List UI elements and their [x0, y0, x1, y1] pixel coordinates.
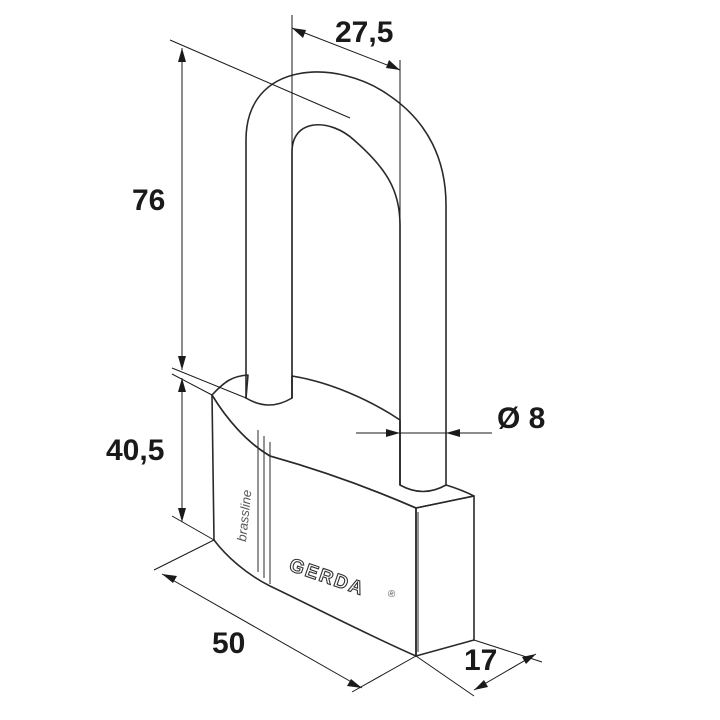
extension-line-top: [169, 39, 351, 119]
dimension-label-shackle-diameter: Ø 8: [497, 402, 545, 435]
dimension-line: [161, 573, 363, 689]
arrowhead: [292, 28, 306, 38]
registered-mark: ®: [386, 588, 397, 601]
body-side-face: [415, 495, 475, 657]
extension-line-right: [351, 655, 417, 693]
dimension-label-body-height: 40,5: [106, 434, 164, 467]
shackle-inner-edge: [291, 123, 401, 486]
arrowhead: [474, 680, 488, 690]
arrowhead: [178, 508, 186, 522]
dimension-label-body-width: 50: [212, 627, 245, 660]
dimension-body-width: 50: [153, 539, 417, 693]
dimension-shackle-height: 76: [132, 39, 351, 399]
arrowhead: [386, 60, 400, 70]
extension-line-bottom: [171, 515, 215, 541]
arrowhead: [446, 429, 460, 437]
dimension-label-body-depth: 17: [464, 644, 497, 677]
dimension-line: [291, 27, 401, 71]
shackle-outer-edge: [245, 71, 447, 486]
dimension-label-shackle-height: 76: [132, 184, 165, 217]
arrowhead: [347, 679, 362, 688]
body-top-face: [211, 374, 475, 509]
shackle: [245, 71, 447, 492]
arrowhead: [162, 574, 177, 583]
extension-line-left: [153, 539, 215, 571]
dimension-body-height: 40,5: [106, 373, 215, 541]
product-line-label: brassline: [234, 489, 254, 542]
dimension-shackle-width: 27,5: [291, 15, 401, 485]
arrowhead: [178, 378, 186, 392]
arrowhead: [178, 356, 186, 370]
dimension-body-depth: 17: [415, 639, 543, 697]
extension-line-top: [171, 373, 213, 396]
extension-line-left: [415, 655, 475, 697]
arrowhead: [386, 429, 400, 437]
dimension-shackle-diameter: Ø 8: [356, 402, 545, 437]
padlock-body: brassline GERDA ®: [211, 374, 475, 657]
extension-line-bottom: [171, 367, 247, 399]
brand-logo-text: GERDA: [286, 555, 367, 600]
arrowhead: [522, 654, 536, 664]
dimension-label-shackle-width: 27,5: [335, 16, 393, 49]
arrowhead: [178, 48, 186, 62]
